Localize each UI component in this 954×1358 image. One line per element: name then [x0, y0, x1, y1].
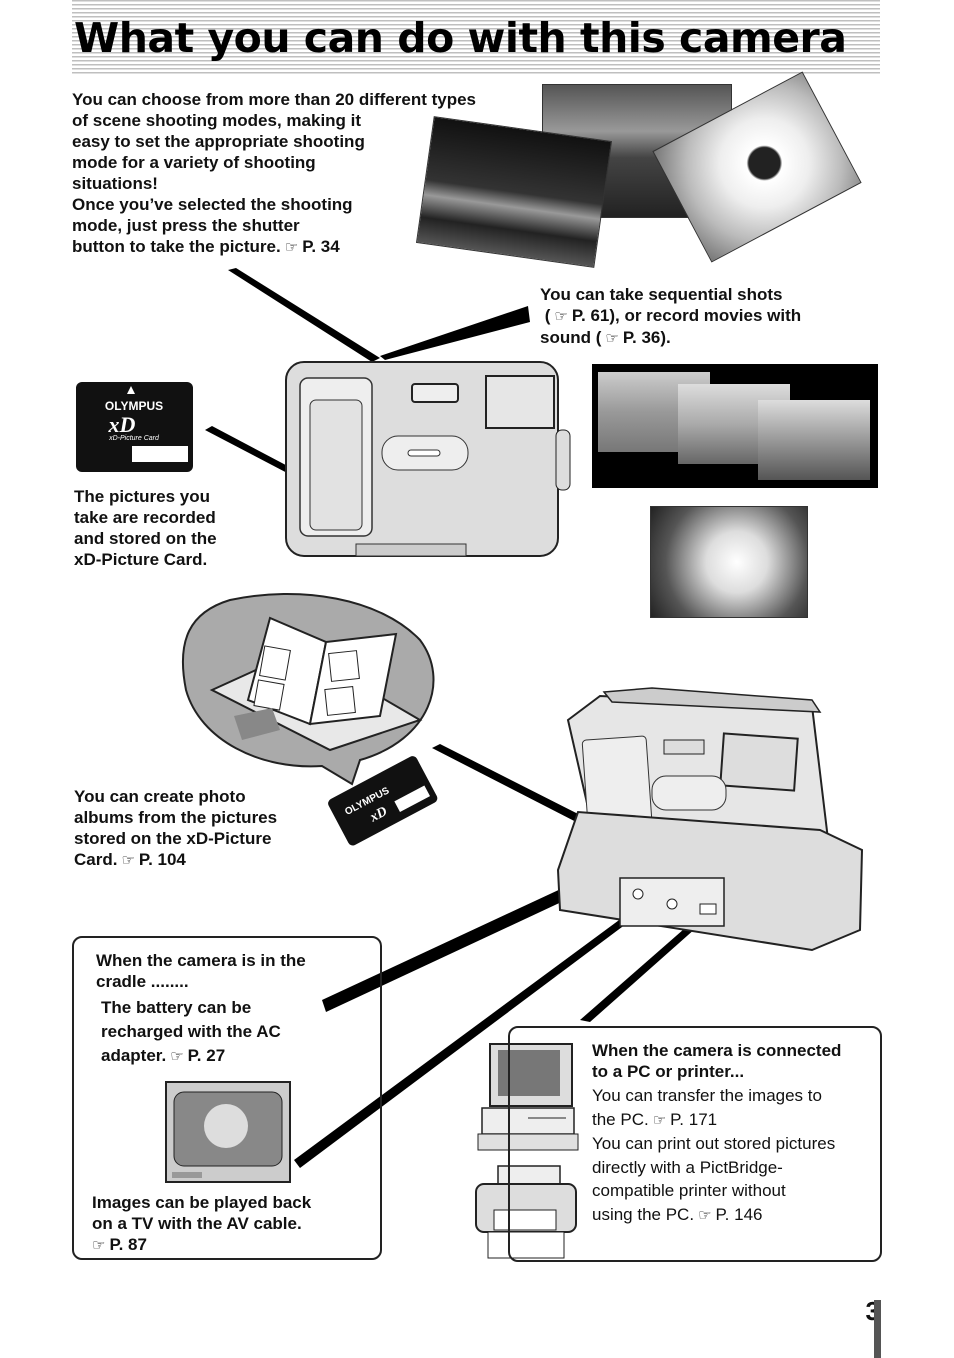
text-line: situations!: [72, 174, 158, 193]
title-bar: What you can do with this camera: [72, 0, 880, 76]
text-line: You can take sequential shots: [540, 285, 783, 304]
text-line: You can choose from more than 20 differe…: [72, 90, 476, 109]
page-ref: P. 61), or record movies with: [571, 306, 802, 325]
photo-album-illustration: [209, 616, 423, 752]
text-line: using the PC.: [592, 1204, 695, 1224]
pointing-hand-icon: ☞: [121, 852, 135, 869]
callout-wedge-pc: [580, 915, 705, 1022]
tv-text: Images can be played back on a TV with t…: [92, 1192, 311, 1256]
text-line: mode for a variety of shooting: [72, 153, 316, 172]
text-line: When the camera is connected: [592, 1041, 842, 1060]
battery-text: The battery can be recharged with the AC…: [101, 996, 281, 1069]
text-line: cradle ........: [96, 972, 189, 991]
text-line: You can print out stored pictures: [592, 1134, 836, 1153]
page-ref: P. 104: [138, 850, 186, 869]
page-edge-bar: [874, 1300, 881, 1358]
text-line: You can transfer the images to: [592, 1086, 822, 1105]
pointing-hand-icon: ☞: [170, 1048, 184, 1065]
text-line: the PC.: [592, 1109, 649, 1129]
camera-illustration: [285, 361, 571, 557]
cradle-heading: When the camera is in the cradle .......…: [96, 950, 306, 992]
pc-body: You can transfer the images to the PC.☞P…: [592, 1084, 835, 1227]
pointing-hand-icon: ☞: [605, 330, 619, 347]
tv-illustration: [165, 1081, 291, 1183]
text-line: Images can be played back: [92, 1193, 312, 1212]
callout-wedge-scene: [228, 268, 380, 362]
pointing-hand-icon: ☞: [554, 308, 568, 325]
xd-card-small-illustration: OLYMPUS xD: [328, 756, 438, 846]
text-line: and stored on the: [74, 529, 217, 548]
callout-wedge-tv: [294, 912, 634, 1168]
text-line: to a PC or printer...: [592, 1062, 745, 1081]
callout-wedge-album: [432, 744, 590, 826]
text-line: recharged with the AC: [101, 1022, 281, 1041]
pointing-hand-icon: ☞: [652, 1111, 667, 1129]
text-line: take are recorded: [74, 508, 216, 527]
text-line: The pictures you: [74, 487, 211, 506]
camera-cradle-illustration: [556, 687, 864, 952]
svg-text:OLYMPUS: OLYMPUS: [105, 399, 163, 413]
sequential-text: You can take sequential shots (☞P. 61), …: [540, 285, 802, 347]
sequence-photo-3: [758, 400, 870, 480]
album-text: You can create photo albums from the pic…: [74, 786, 277, 871]
text-line: of scene shooting modes, making it: [72, 111, 362, 130]
svg-text:xD: xD: [108, 412, 136, 437]
pointing-hand-icon: ☞: [92, 1237, 106, 1254]
text-line: sound (: [540, 328, 602, 347]
page-ref: P. 146: [715, 1204, 763, 1224]
svg-text:xD-Picture Card: xD-Picture Card: [108, 435, 160, 442]
xd-card-illustration: OLYMPUS xD xD-Picture Card: [76, 382, 193, 472]
text-line: adapter.: [101, 1046, 167, 1065]
printer-illustration: [475, 1165, 577, 1259]
callout-wedge-battery: [322, 887, 570, 1012]
text-line: button to take the picture.: [72, 237, 281, 256]
text-line: easy to set the appropriate shooting: [72, 132, 365, 151]
text-line: compatible printer without: [592, 1181, 786, 1200]
pc-box: When the camera is connected to a PC or …: [508, 1026, 882, 1262]
text-line: albums from the pictures: [74, 808, 278, 827]
page-ref: P. 171: [670, 1109, 718, 1129]
callout-wedge-sequential: [380, 306, 530, 360]
page-ref: P. 36).: [622, 328, 671, 347]
pc-heading: When the camera is connected to a PC or …: [592, 1040, 841, 1082]
text-line: Once you’ve selected the shooting: [72, 195, 353, 214]
text-line: mode, just press the shutter: [72, 216, 300, 235]
sequence-frame: [592, 364, 878, 488]
pointing-hand-icon: ☞: [698, 1206, 712, 1224]
text-line: When the camera is in the: [96, 951, 306, 970]
page-ref: P. 27: [187, 1046, 226, 1065]
page-title: What you can do with this camera: [74, 14, 847, 62]
text-line: on a TV with the AV cable.: [92, 1214, 302, 1233]
text-line: Card.: [74, 850, 118, 869]
text-line: You can create photo: [74, 787, 246, 806]
text-line: directly with a PictBridge-: [592, 1157, 783, 1177]
cradle-box: When the camera is in the cradle .......…: [72, 936, 382, 1260]
text-line: xD-Picture Card.: [74, 550, 208, 569]
pointing-hand-icon: ☞: [284, 239, 299, 256]
text-line: The battery can be: [101, 998, 252, 1017]
storage-text: The pictures you take are recorded and s…: [74, 486, 217, 570]
page-ref: P. 34: [302, 237, 340, 256]
scene-modes-text: You can choose from more than 20 differe…: [72, 89, 476, 258]
text-line: stored on the xD-Picture: [74, 829, 272, 848]
page-ref: P. 87: [109, 1235, 147, 1254]
surfer-photo: [650, 506, 808, 618]
